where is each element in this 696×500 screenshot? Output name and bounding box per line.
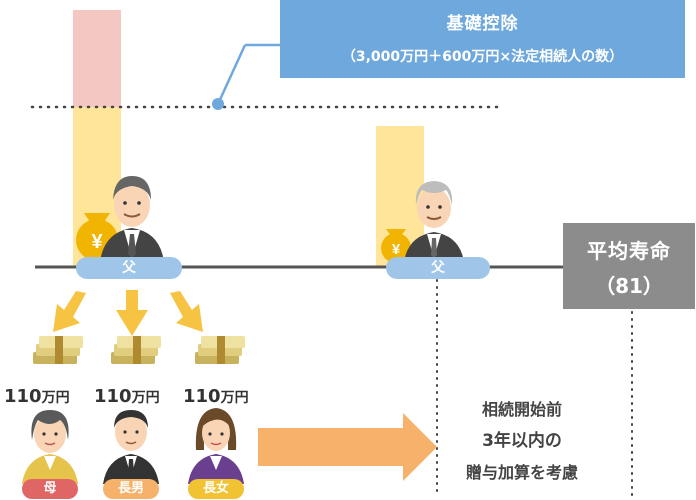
recipient-tag-eldest-son: 長男: [103, 479, 159, 499]
asset-bar-excess: [73, 10, 121, 107]
mother-icon: [22, 410, 78, 484]
eldest-son-icon: [103, 410, 159, 484]
note-line-3: 贈与加算を考慮: [465, 463, 578, 482]
callout-connector: [216, 44, 247, 105]
gift-arrow-son: [116, 290, 148, 336]
svg-text:¥: ¥: [91, 231, 103, 253]
basic-deduction-formula: （3,000万円＋600万円×法定相続人の数）: [341, 49, 624, 65]
note-line-2: 3年以内の: [482, 431, 562, 451]
money-bag-icon: ¥: [381, 229, 411, 263]
gift-amount-value: 110: [183, 386, 221, 407]
recipient-tag-mother: 母: [22, 479, 78, 499]
father-label-left: 父: [76, 257, 182, 279]
elderly-father-icon: [404, 181, 464, 262]
eldest-daughter-icon: [188, 408, 244, 484]
father-icon: [100, 176, 164, 262]
gift-amount-unit: 万円: [131, 390, 160, 406]
recipient-tag-eldest-daughter: 長女: [188, 479, 244, 499]
cash-stack-icon: [111, 336, 161, 364]
gift-amount-value: 110: [4, 386, 42, 407]
cash-stack-icon: [33, 336, 83, 364]
gift-amount-mother: 110万円: [4, 386, 70, 407]
gift-arrow-mother: [53, 291, 86, 332]
life-expectancy-age: （81）: [595, 274, 663, 298]
gift-amount-son: 110万円: [94, 386, 160, 407]
life-expectancy-label: 平均寿命: [587, 239, 671, 263]
gift-amount-unit: 万円: [41, 390, 70, 406]
callout-dot: [212, 98, 224, 110]
basic-deduction-box: 基礎控除 （3,000万円＋600万円×法定相続人の数）: [280, 0, 685, 78]
big-orange-arrow: [258, 413, 437, 481]
cash-stack-icon: [195, 336, 245, 364]
svg-text:¥: ¥: [392, 241, 401, 258]
gift-amount-daughter: 110万円: [183, 386, 249, 407]
gift-arrow-daughter: [170, 291, 203, 332]
note-line-1: 相続開始前: [481, 400, 562, 419]
life-expectancy-box: 平均寿命 （81）: [563, 223, 695, 309]
basic-deduction-title: 基礎控除: [446, 14, 519, 34]
gift-amount-unit: 万円: [220, 390, 249, 406]
father-label-right: 父: [386, 257, 490, 279]
gift-amount-value: 110: [94, 386, 132, 407]
